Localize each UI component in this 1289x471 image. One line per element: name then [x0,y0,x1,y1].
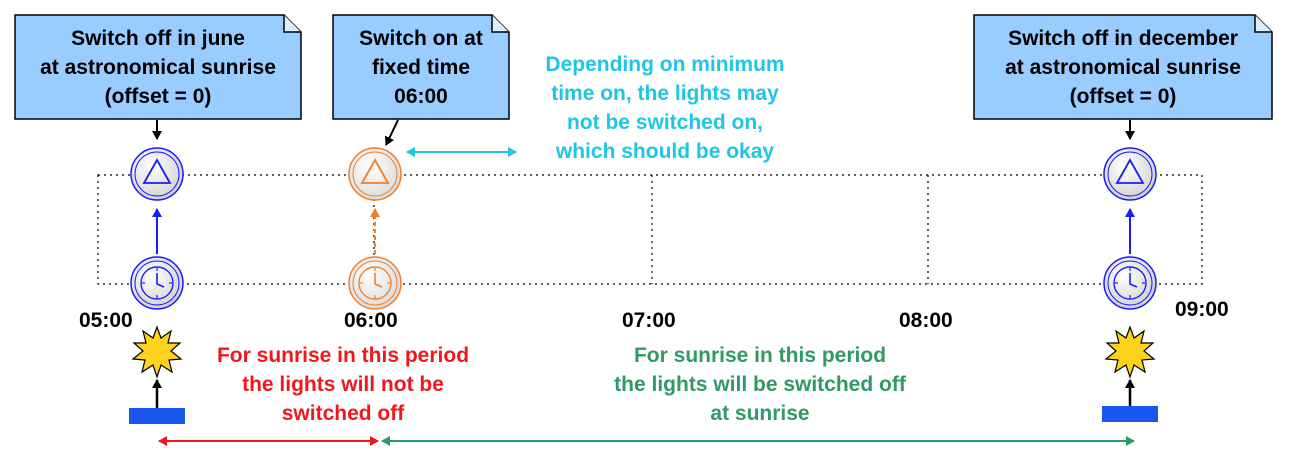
time-tick-label: 07:00 [622,309,676,332]
december-sunrise [1102,324,1158,385]
june-switch-off-note: Switch off in june at astronomical sunri… [14,14,302,120]
december-light-sensor-icon [1102,406,1158,422]
note-line: Switch off in december [1008,26,1238,50]
annotation-line: which should be okay [555,140,775,163]
timeline-grid [97,174,1203,285]
switch-period-annotation: For sunrise in this period the lights wi… [560,341,960,428]
clock-icon [348,256,402,310]
note-line: at astronomical sunrise [40,55,276,79]
annotation-line: Depending on minimum [545,53,785,76]
june-sunrise [129,324,185,385]
note-line: fixed time [371,55,471,79]
annotation-line: For sunrise in this period [216,344,470,367]
triangle-icon [130,147,184,201]
clock-icon [1103,256,1157,310]
time-tick-label: 05:00 [79,309,133,332]
note-line: (offset = 0) [1069,84,1177,108]
annotation-line: switched off [281,402,405,425]
note-line: Switch off in june [71,26,245,50]
annotation-line: the lights will be switched off [614,373,906,396]
triangle-icon [1103,147,1157,201]
triangle-icon [348,147,402,201]
no-switch-period-annotation: For sunrise in this period the lights wi… [178,341,508,428]
time-tick-label: 09:00 [1175,298,1229,321]
note-line: 06:00 [394,84,448,108]
sun-icon [131,325,183,379]
note-shape [14,14,302,120]
time-tick-label: 06:00 [344,309,398,332]
time-tick-label: 08:00 [899,309,953,332]
annotation-line: not be switched on, [566,111,763,134]
fixed-clock-node[interactable] [347,255,403,316]
fixed-trigger-node[interactable] [347,146,403,207]
annotation-line: at sunrise [710,402,810,425]
annotation-line: time on, the lights may [551,82,779,105]
note-shape [332,14,510,120]
december-switch-off-note: Switch off in december at astronomical s… [973,14,1273,120]
december-clock-node[interactable] [1102,255,1158,316]
june-light-sensor-icon [129,408,185,424]
fixed-time-switch-on-note: Switch on at fixed time 06:00 [332,14,510,120]
june-clock-node[interactable] [129,255,185,316]
december-trigger-node[interactable] [1102,146,1158,207]
min-time-annotation: Depending on minimum time on, the lights… [510,50,820,166]
note-line: at astronomical sunrise [1005,55,1241,79]
sun-icon [1104,325,1156,379]
note-line: (offset = 0) [104,84,212,108]
annotation-line: For sunrise in this period [633,344,887,367]
fixed-note-pointer [384,119,399,146]
june-trigger-node[interactable] [129,146,185,207]
clock-icon [130,256,184,310]
note-line: Switch on at [359,26,483,50]
note-shape [973,14,1273,120]
annotation-line: the lights will not be [242,373,444,396]
